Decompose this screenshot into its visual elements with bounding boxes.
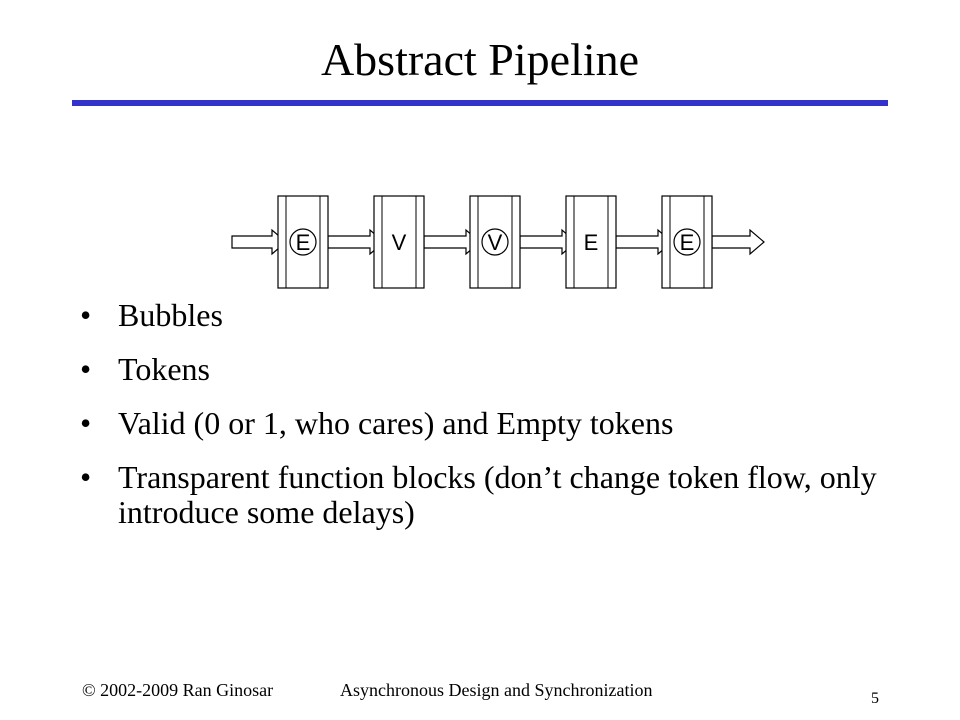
list-item: • Bubbles — [80, 298, 880, 333]
stage-token-label: E — [680, 230, 695, 255]
list-item: • Valid (0 or 1, who cares) and Empty tok… — [80, 406, 880, 441]
footer-copyright: © 2002-2009 Ran Ginosar — [82, 680, 274, 700]
bullet-text: Bubbles — [118, 297, 223, 333]
pipeline-stage: V — [373, 195, 425, 289]
stage-token-label: V — [488, 230, 503, 255]
list-item: • Tokens — [80, 352, 880, 387]
bullet-text: Valid (0 or 1, who cares) and Empty toke… — [118, 405, 674, 441]
pipeline-stage: E — [277, 195, 329, 289]
title-underline — [72, 100, 888, 106]
pipeline-stage: E — [565, 195, 617, 289]
bullet-text: Tokens — [118, 351, 210, 387]
footer-course-title: Asynchronous Design and Synchronization — [340, 680, 653, 700]
page-number: 5 — [871, 690, 879, 707]
stage-token-label: E — [296, 230, 311, 255]
pipeline-arrow-output — [711, 228, 765, 256]
pipeline-stage: V — [469, 195, 521, 289]
list-item: • Transparent function blocks (don’t chan… — [80, 460, 880, 530]
bullet-list: • Bubbles • Tokens • Valid (0 or 1, who car… — [80, 298, 880, 549]
stage-token-label: E — [584, 230, 599, 255]
bullet-icon: • — [80, 351, 92, 387]
bullet-icon: • — [80, 297, 92, 333]
bullet-text: Transparent function blocks (don’t chang… — [118, 459, 877, 530]
bullet-icon: • — [80, 459, 92, 495]
bullet-icon: • — [80, 405, 92, 441]
pipeline-stage: E — [661, 195, 713, 289]
stage-token-label: V — [392, 230, 407, 255]
slide-title: Abstract Pipeline — [320, 34, 640, 85]
